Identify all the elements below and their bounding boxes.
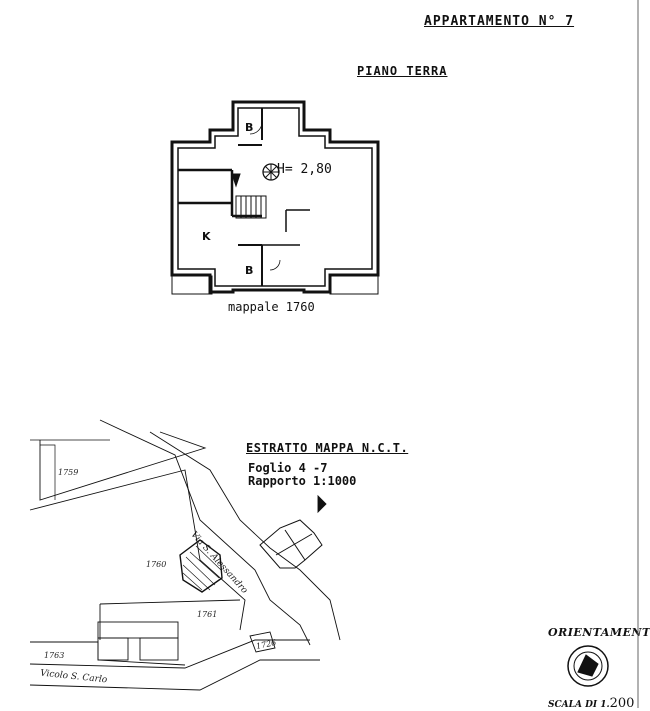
parcel-1759: 1759 [58,468,79,477]
foglio-label: Foglio 4 -7 [248,461,328,475]
map-extract-title: ESTRATTO MAPPA N.C.T. [246,441,409,455]
terrace-right [329,275,379,295]
plan-outer-wall [170,100,380,294]
staircase [231,173,267,219]
building-footprint [179,539,223,593]
cadastral-map [29,419,341,691]
scale-value: 200 [609,696,635,711]
room-label-k: K [202,230,211,243]
terrace-left [171,275,213,295]
street-edge [29,639,310,669]
ceiling-height-label: H= 2,80 [277,162,332,177]
room-label-b-top: B [245,121,254,134]
scale-label: SCALA DI 1.200 [548,696,634,711]
compass-icon [567,645,609,687]
street-edge [29,659,320,691]
parcel-1759-boundary [39,431,207,501]
north-marker-icon [317,494,327,514]
floor-title: PIANO TERRA [357,64,448,78]
parcel-1761: 1761 [197,610,218,619]
room-label-b-bottom: B [245,264,254,277]
street-edge [149,431,341,641]
scale-prefix: SCALA DI 1. [548,700,610,710]
plan-inner-wall [177,107,373,287]
floor-plan [170,100,380,295]
orientation-label: ORIENTAMENTO [548,626,650,639]
parcel-1760-boundary [29,469,246,631]
parcel-1763: 1763 [44,651,65,660]
mappale-label: mappale 1760 [228,300,315,314]
apartment-title: APPARTAMENTO N° 7 [424,14,575,29]
building-block [97,621,179,639]
church-cross-building [259,519,323,569]
rapporto-label: Rapporto 1:1000 [248,474,357,488]
door-swing [269,259,281,271]
door-swing [249,121,263,135]
parcel-1760: 1760 [146,560,167,569]
street-edge [99,419,311,646]
